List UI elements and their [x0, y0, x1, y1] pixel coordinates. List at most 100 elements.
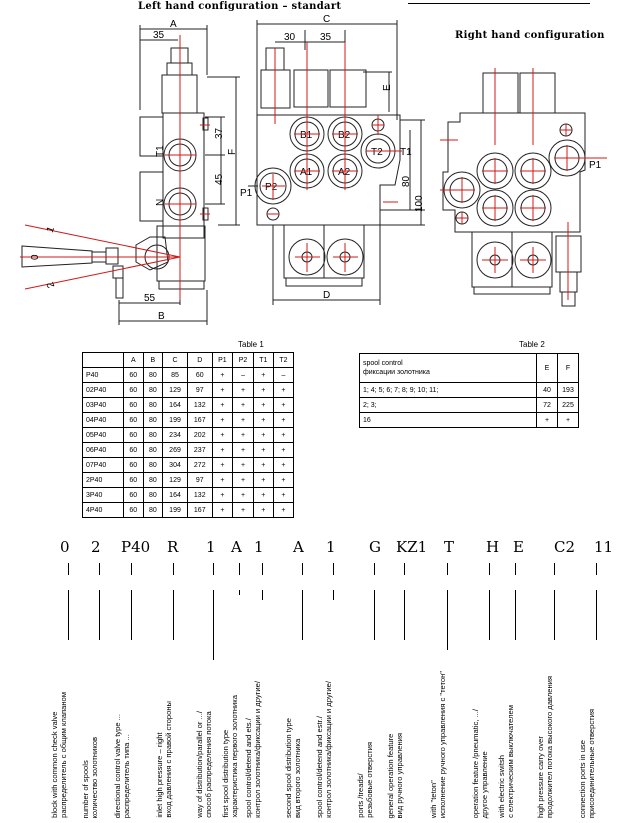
table2-header-row: spool control фиксации золотника E F [359, 353, 579, 383]
order-code-leader-line [447, 590, 448, 650]
table1-cell: 132 [186, 397, 213, 413]
table2-header-label: spool control фиксации золотника [359, 353, 537, 383]
table2-cell: 72 [536, 397, 558, 413]
table1-cell: 60 [123, 382, 144, 398]
table2-header-F: F [557, 353, 579, 383]
table1-cell: 60 [123, 442, 144, 458]
table1-cell: 304 [162, 457, 188, 473]
description-ru: исполнение ручного управления с "тетон" [438, 670, 447, 818]
table1-cell: P40 [82, 367, 124, 383]
order-code-segment: A [293, 538, 304, 556]
table1-cell: + [272, 442, 295, 458]
order-code-description: ports /treads/резьбовые отверстия [356, 742, 374, 818]
table1-cell: 80 [142, 502, 164, 518]
table1-cell: 80 [142, 487, 164, 503]
table-row: 16 + + [359, 412, 579, 428]
table1-cell: 272 [186, 457, 213, 473]
description-en: block with common check valve [50, 711, 59, 818]
table2-caption: Table 2 [519, 340, 545, 349]
order-code-tick [489, 563, 490, 575]
table1-header: A [123, 352, 144, 368]
description-ru: вход давления с правой стороны [164, 701, 173, 818]
table1-header-row: A B C D P1 P2 T1 T2 [82, 352, 295, 368]
description-ru: продолжител потока высокого давления [545, 675, 554, 818]
left-side-view: A 35 T1 N 37 45 F [20, 19, 240, 325]
table1-cell: + [211, 397, 234, 413]
table1-cell: 85 [162, 367, 188, 383]
order-code-leader-line [554, 590, 555, 640]
table1-cell: 80 [142, 442, 164, 458]
table1-cell: + [232, 442, 254, 458]
order-code-segment: H [486, 538, 500, 556]
order-code-tick [333, 563, 334, 575]
table2-cell: 193 [557, 382, 579, 398]
table1-cell: 60 [123, 472, 144, 488]
dim-35-front: 35 [320, 32, 332, 43]
table1-cell: 03P40 [82, 397, 124, 413]
order-code-tick [68, 563, 69, 575]
description-ru: распределитель типа ... [122, 733, 131, 818]
table1-header: T2 [272, 352, 295, 368]
order-code-segment: 11 [594, 538, 614, 556]
table1-cell: + [252, 487, 274, 503]
dim-100: 100 [414, 195, 425, 212]
table1-cell: + [232, 472, 254, 488]
table1-cell: 06P40 [82, 442, 124, 458]
lever-pos-2: 2 [45, 280, 57, 289]
order-code-tick [262, 563, 263, 575]
table1-cell: 07P40 [82, 457, 124, 473]
order-code-segment: 1 [254, 538, 264, 556]
order-code-tick [404, 563, 405, 575]
table1-cell: 80 [142, 382, 164, 398]
table1-caption: Table 1 [238, 340, 264, 349]
description-ru: вид второго золотника [293, 738, 302, 818]
description-ru: характеристика первого золотника [230, 695, 239, 818]
table1-cell: + [252, 502, 274, 518]
description-ru: с електрическим выключателем [506, 705, 515, 818]
table1-cell: 80 [142, 427, 164, 443]
table1-cell: 164 [162, 487, 188, 503]
table2-cell: 225 [557, 397, 579, 413]
table1-cell: + [252, 442, 274, 458]
table2-cell: 1; 4; 5; 6; 7; 8; 9; 10; 11; [359, 382, 537, 398]
table2-cell: 16 [359, 412, 537, 428]
right-config-title: Right hand configuration [455, 30, 605, 41]
dim-45: 45 [214, 173, 225, 185]
order-code-leader-line [374, 590, 375, 640]
order-code-leader-line [302, 590, 303, 640]
table1-cell: 97 [186, 472, 213, 488]
port-T2: T2 [371, 147, 383, 158]
table1-cell: + [232, 412, 254, 428]
table1-cell: – [232, 367, 254, 383]
table1-cell: – [272, 367, 295, 383]
port-P1-front: P1 [240, 188, 253, 199]
table1-cell: + [232, 427, 254, 443]
table-row: 1; 4; 5; 6; 7; 8; 9; 10; 11; 40 193 [359, 382, 579, 398]
table1-cell: 164 [162, 397, 188, 413]
table1-cell: + [211, 442, 234, 458]
right-view: P1 [440, 68, 607, 307]
table1-header: D [186, 352, 213, 368]
order-code-segment: C2 [554, 538, 576, 556]
front-view: C 30 35 E B1 B2 A1 A2 P2 T2 T1 P1 [240, 14, 425, 305]
table1-cell: 60 [123, 502, 144, 518]
description-ru: контрол золотника/фиксации и другие/ [253, 681, 262, 818]
table1-cell: 202 [186, 427, 213, 443]
dim-B: B [158, 311, 165, 322]
table1-cell: 199 [162, 412, 188, 428]
description-ru: способ распределения потока [204, 711, 213, 818]
description-ru: резьбовые отверстия [365, 742, 374, 818]
description-ru: другое управление [480, 750, 489, 818]
table1-cell: + [211, 457, 234, 473]
table1-cell: 80 [142, 412, 164, 428]
order-code-description: operation feature /pneumatic, .../другое… [471, 709, 489, 818]
table1-cell: 04P40 [82, 412, 124, 428]
lever-pos-0: 0 [30, 254, 41, 260]
